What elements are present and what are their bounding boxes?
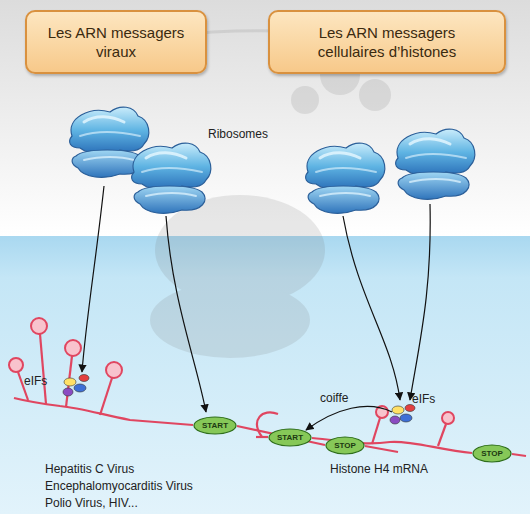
hairpin-stem	[40, 334, 46, 404]
arrow	[410, 204, 430, 400]
faint-shape	[291, 86, 319, 114]
hairpin-loop	[31, 318, 47, 334]
faint-shape	[359, 79, 391, 111]
category-box: Les ARN messagers viraux	[25, 10, 207, 74]
codon-label: START	[277, 433, 303, 443]
hairpin-loop	[442, 412, 454, 424]
oval-shape	[473, 445, 511, 462]
eif-factor	[392, 406, 404, 414]
arrow	[82, 186, 104, 372]
category-box: Les ARN messagers cellulaires d’histones	[268, 10, 506, 74]
hairpin-loops	[9, 318, 122, 378]
eif-factor	[400, 414, 412, 422]
codon-label: START	[202, 421, 228, 431]
codon-label: STOP	[481, 449, 503, 459]
oval-shape	[326, 437, 364, 454]
faint-shape	[150, 282, 310, 358]
recruitment-arrows	[82, 186, 430, 430]
eif-factor	[74, 384, 86, 392]
factor-label: eIFs	[24, 374, 47, 388]
codon-label: STOP	[334, 441, 356, 451]
mrna-strand	[312, 438, 472, 453]
box-title: Les ARN messagers cellulaires d’histones	[300, 23, 474, 61]
ribosome	[132, 143, 211, 213]
hairpin-loop	[9, 358, 23, 372]
viral-mrna	[14, 334, 398, 452]
start-codon: START	[193, 416, 237, 435]
virus-name: Hepatitis C Virus	[45, 462, 134, 476]
hairpin-loop	[106, 362, 122, 378]
oval-shape	[194, 417, 236, 434]
eif-factor	[79, 375, 89, 382]
eif-factor	[390, 416, 400, 424]
oval-shape	[269, 429, 311, 446]
mrna-strand	[512, 454, 526, 456]
hairpin-stem	[100, 378, 112, 415]
ribosome	[396, 129, 475, 199]
stop-codon: STOP	[325, 436, 365, 455]
arrow	[343, 216, 400, 400]
arrow	[166, 216, 206, 412]
eif-factor	[63, 388, 73, 396]
mrna-name: Histone H4 mRNA	[330, 462, 428, 476]
hairpin-stem	[438, 424, 446, 446]
box-title: Les ARN messagers viraux	[37, 23, 195, 61]
eif-factor	[64, 378, 76, 386]
mrna-strand	[365, 446, 398, 452]
factor-label: eIFs	[412, 392, 435, 406]
virus-name: Encephalomyocarditis Virus	[45, 479, 193, 493]
virus-name: Polio Virus, HIV...	[45, 496, 138, 510]
eifs-cluster	[390, 405, 415, 425]
hairpin-loop	[65, 340, 81, 356]
stop-codon: STOP	[472, 444, 512, 463]
start-codon: START	[268, 428, 312, 447]
mrna-strand	[237, 426, 325, 445]
arrow	[306, 406, 392, 430]
eifs-cluster	[63, 375, 89, 397]
hairpin-stem	[372, 418, 380, 444]
ribosome	[306, 143, 385, 213]
cap-label: coiffe	[320, 391, 348, 405]
ribosome-label: Ribosomes	[208, 127, 268, 141]
